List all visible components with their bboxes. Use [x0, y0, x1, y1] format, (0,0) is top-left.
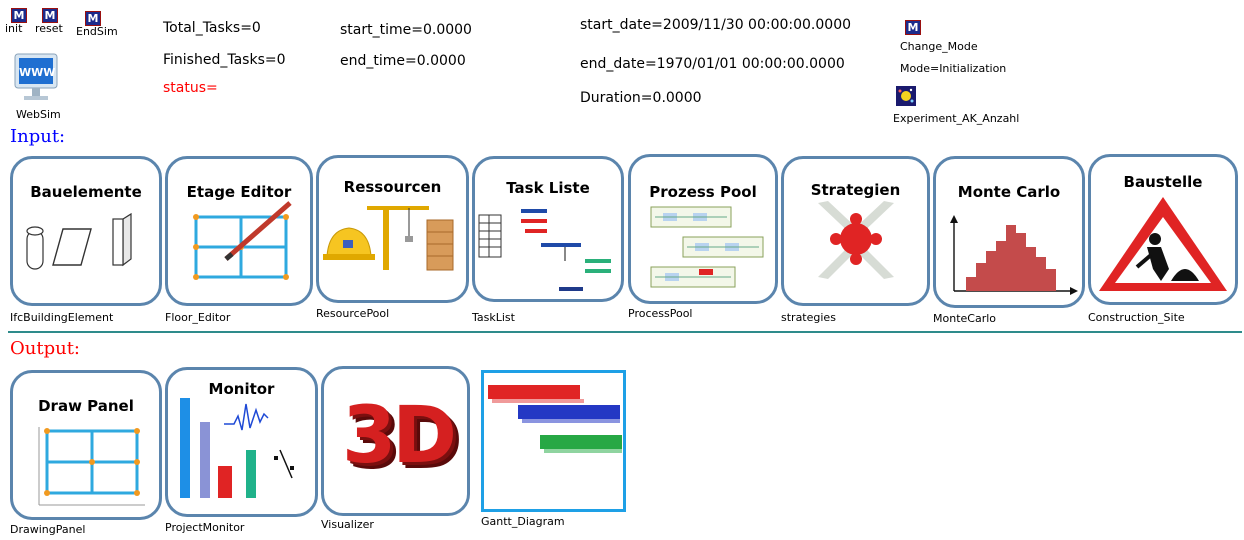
- tile-etage-editor[interactable]: Etage Editor: [165, 156, 313, 306]
- tile-gantt-diagram[interactable]: [481, 370, 626, 512]
- histogram-icon: [950, 215, 1078, 295]
- tile-caption: Gantt_Diagram: [481, 515, 565, 528]
- tile-caption: ProjectMonitor: [165, 521, 245, 534]
- floor-editor-icon: [193, 201, 292, 280]
- change-mode-button[interactable]: M: [902, 20, 924, 35]
- websim-button[interactable]: WWW: [14, 52, 58, 104]
- finished-tasks-text: Finished_Tasks=0: [163, 52, 286, 68]
- endsim-button[interactable]: M: [82, 11, 104, 26]
- tile-caption: Construction_Site: [1088, 311, 1185, 324]
- draw-panel-icon: [38, 427, 145, 506]
- start-date-text: start_date=2009/11/30 00:00:00.0000: [580, 17, 852, 33]
- tile-title: Task Liste: [506, 179, 590, 197]
- start-time-text: start_time=0.0000: [340, 22, 472, 38]
- monitor-chart-icon: [180, 398, 294, 498]
- tile-monte-carlo[interactable]: Monte Carlo: [933, 156, 1085, 308]
- mode-text: Mode=Initialization: [900, 62, 1007, 75]
- experiment-icon: [896, 86, 916, 106]
- tile-caption: TaskList: [472, 311, 515, 324]
- building-elements-icon: [26, 212, 132, 270]
- tile-caption: Floor_Editor: [165, 311, 231, 324]
- tile-title: Monte Carlo: [957, 183, 1061, 201]
- init-label: init: [5, 22, 23, 35]
- init-button[interactable]: M: [8, 8, 30, 23]
- resources-icon: [323, 206, 454, 271]
- m-icon: M: [42, 8, 58, 23]
- tile-title: Draw Panel: [38, 397, 134, 415]
- section-divider: [8, 331, 1242, 333]
- tile-prozess-pool[interactable]: Prozess Pool: [628, 154, 778, 304]
- construction-sign-icon: [1099, 197, 1227, 291]
- tile-title: Strategien: [810, 181, 901, 199]
- tile-title: Etage Editor: [186, 183, 292, 201]
- tile-caption: IfcBuildingElement: [10, 311, 114, 324]
- tile-monitor[interactable]: Monitor: [165, 367, 318, 517]
- output-heading: Output:: [10, 338, 80, 359]
- tile-caption: ProcessPool: [628, 307, 693, 320]
- monitor-icon: [14, 53, 58, 100]
- www-text: WWW: [19, 66, 56, 79]
- tile-caption: MonteCarlo: [933, 312, 997, 325]
- 3d-icon: 3D: [342, 391, 457, 481]
- tile-caption: ResourcePool: [316, 307, 390, 320]
- m-icon: M: [11, 8, 27, 23]
- process-pool-icon: [650, 206, 764, 288]
- experiment-label: Experiment_AK_Anzahl: [893, 112, 1020, 125]
- task-list-icon: [478, 209, 611, 291]
- tile-caption: DrawingPanel: [10, 523, 86, 536]
- experiment-button[interactable]: [896, 86, 916, 106]
- total-tasks-text: Total_Tasks=0: [163, 20, 261, 36]
- tile-ressourcen[interactable]: Ressourcen: [316, 155, 469, 303]
- m-icon: M: [905, 20, 921, 35]
- reset-button[interactable]: M: [39, 8, 61, 23]
- websim-label: WebSim: [16, 108, 61, 121]
- tile-caption: Visualizer: [321, 518, 374, 531]
- reset-label: reset: [35, 22, 63, 35]
- tile-title: Monitor: [208, 380, 275, 398]
- tile-title: Baustelle: [1123, 173, 1203, 191]
- gantt-icon: [488, 385, 622, 453]
- tile-visualizer[interactable]: 3D: [321, 366, 470, 516]
- endsim-label: EndSim: [76, 25, 118, 38]
- tile-bauelemente[interactable]: Bauelemente: [10, 156, 162, 306]
- tile-task-liste[interactable]: Task Liste: [472, 156, 624, 302]
- end-time-text: end_time=0.0000: [340, 53, 466, 69]
- m-icon: M: [85, 11, 101, 26]
- tile-strategien[interactable]: Strategien: [781, 156, 930, 306]
- duration-text: Duration=0.0000: [580, 90, 702, 106]
- tile-title: Ressourcen: [343, 178, 442, 196]
- change-mode-label: Change_Mode: [900, 40, 978, 53]
- tile-caption: strategies: [781, 311, 836, 324]
- input-heading: Input:: [10, 126, 66, 147]
- strategies-icon: [818, 201, 894, 279]
- tile-title: Bauelemente: [30, 183, 142, 201]
- tile-draw-panel[interactable]: Draw Panel: [10, 370, 162, 520]
- tile-baustelle[interactable]: Baustelle: [1088, 154, 1238, 305]
- status-text: status=: [163, 80, 218, 96]
- end-date-text: end_date=1970/01/01 00:00:00.0000: [580, 56, 845, 72]
- tile-title: Prozess Pool: [649, 183, 757, 201]
